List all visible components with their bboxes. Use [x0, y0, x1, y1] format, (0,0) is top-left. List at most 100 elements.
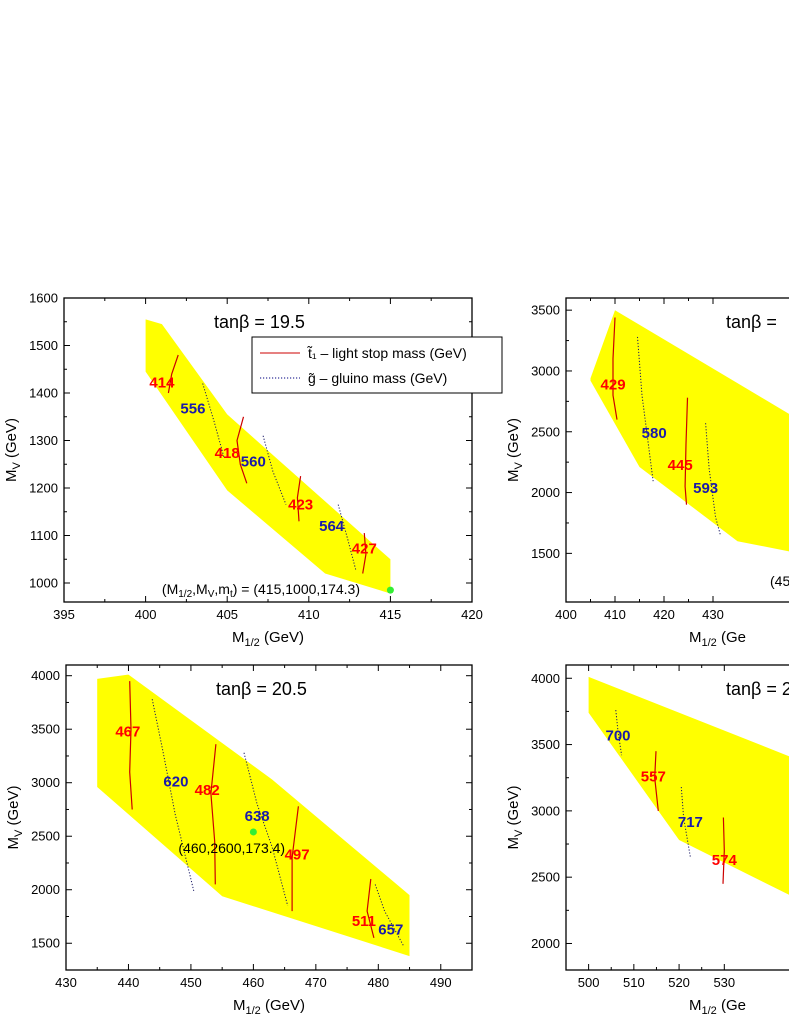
- y-tick-label: 4000: [31, 668, 60, 683]
- label-text: (M: [162, 581, 178, 597]
- stop-mass-label: 482: [195, 782, 220, 799]
- x-axis-label-unit: (GeV): [260, 629, 304, 646]
- gluino-mass-label: 556: [180, 401, 205, 418]
- y-axis-label: MV (GeV): [5, 785, 25, 849]
- stop-contour-line: [362, 533, 367, 574]
- x-tick-label: 510: [623, 975, 645, 990]
- x-tick-label: 440: [118, 975, 140, 990]
- y-tick-label: 3000: [531, 803, 560, 818]
- y-tick-label: 1300: [29, 433, 58, 448]
- stop-mass-label: 574: [712, 852, 738, 869]
- label-subscript: V: [208, 589, 215, 600]
- legend-box: [251, 336, 503, 394]
- label-subscript: t: [230, 589, 233, 600]
- y-tick-label: 2000: [531, 936, 560, 951]
- stop-mass-label: 497: [285, 846, 310, 863]
- x-axis-label: M1/2 (Ge: [689, 629, 746, 649]
- gluino-mass-label: 657: [378, 921, 403, 938]
- x-tick-label: 500: [578, 975, 600, 990]
- gluino-contour-line: [374, 884, 404, 946]
- gluino-contour-line: [243, 752, 289, 906]
- x-axis-label-main: M: [689, 997, 702, 1014]
- y-axis-label-sub: V: [513, 462, 525, 470]
- allowed-region: [97, 674, 410, 957]
- x-axis-label-sub: 1/2: [246, 1005, 261, 1017]
- gluino-contour-line: [615, 710, 623, 756]
- y-tick-label: 3500: [31, 722, 60, 737]
- gluino-contour-line: [262, 435, 287, 505]
- x-tick-label: 530: [713, 975, 735, 990]
- x-tick-label: 395: [53, 607, 75, 622]
- stop-contour-line: [210, 744, 217, 885]
- legend-label: t̃₁ – light stop mass (GeV): [307, 345, 467, 361]
- label-text: ,m: [214, 581, 230, 597]
- y-axis-label-main: M: [3, 470, 20, 483]
- y-axis-label: MV (GeV): [505, 785, 525, 849]
- chart-title: tanβ = 2: [726, 679, 789, 699]
- x-axis-label-unit: (Ge: [717, 997, 746, 1014]
- y-tick-label: 1100: [30, 528, 58, 543]
- gluino-contour-line: [637, 336, 654, 482]
- y-axis-label-sub: V: [513, 829, 525, 837]
- y-axis-label-main: M: [505, 837, 522, 850]
- y-tick-label: 2500: [531, 424, 560, 439]
- y-axis-label-main: M: [5, 837, 22, 850]
- y-axis-label: MV (GeV): [505, 418, 525, 482]
- x-axis-label: M1/2 (GeV): [233, 997, 305, 1017]
- stop-contour-line: [612, 317, 618, 420]
- chart-title: tanβ = 19.5: [214, 312, 305, 332]
- gluino-contour-line: [680, 786, 691, 858]
- panel-tanbeta-20-5: 467482497511620638657(460,2600,173.4)430…: [5, 664, 473, 1017]
- plot-frame: [65, 664, 473, 971]
- benchmark-label: (M1/2,MV,mt) = (415,1000,174.3): [162, 581, 360, 600]
- y-axis-label-main: M: [505, 470, 522, 483]
- label-text: ,M: [192, 581, 208, 597]
- stop-mass-label: 427: [352, 541, 377, 558]
- y-tick-label: 2000: [531, 485, 560, 500]
- gluino-mass-label: 580: [642, 425, 667, 442]
- y-tick-label: 3500: [531, 737, 560, 752]
- stop-mass-label: 445: [668, 457, 693, 474]
- gluino-contour-line: [202, 383, 225, 458]
- plot-frame: [565, 664, 789, 971]
- x-axis-label-sub: 1/2: [702, 637, 717, 649]
- stop-mass-label: 423: [288, 497, 313, 514]
- y-axis-label-unit: (GeV): [505, 785, 522, 829]
- benchmark-point: [386, 586, 394, 594]
- y-tick-label: 2000: [31, 882, 60, 897]
- x-tick-label: 460: [243, 975, 265, 990]
- stop-mass-label: 414: [149, 374, 175, 391]
- y-tick-label: 1400: [29, 386, 58, 401]
- gluino-mass-label: 700: [605, 728, 630, 745]
- y-tick-label: 3500: [531, 303, 560, 318]
- x-tick-label: 410: [298, 607, 320, 622]
- y-axis-label-unit: (GeV): [3, 418, 20, 462]
- y-axis-label-sub: V: [11, 462, 23, 470]
- gluino-mass-label: 564: [319, 518, 345, 535]
- gluino-contour-line: [337, 504, 357, 572]
- gluino-mass-label: 560: [241, 453, 266, 470]
- stop-contour-line: [291, 806, 299, 912]
- x-tick-label: 520: [668, 975, 690, 990]
- y-axis-label-sub: V: [13, 829, 25, 837]
- stop-contour-line: [366, 878, 375, 939]
- x-axis-label-main: M: [689, 629, 702, 646]
- allowed-region: [588, 676, 789, 895]
- x-axis-label-main: M: [232, 629, 245, 646]
- stop-mass-label: 467: [115, 723, 140, 740]
- y-tick-label: 4000: [531, 671, 560, 686]
- allowed-region: [145, 319, 391, 594]
- stop-contour-line: [296, 476, 302, 522]
- x-tick-label: 400: [135, 607, 157, 622]
- y-axis-label-unit: (GeV): [505, 418, 522, 462]
- x-tick-label: 490: [430, 975, 452, 990]
- x-axis-label-sub: 1/2: [245, 637, 260, 649]
- y-tick-label: 1500: [29, 338, 58, 353]
- stop-mass-label: 511: [352, 913, 376, 930]
- chart-title: tanβ = 20.5: [216, 679, 307, 699]
- x-axis-label: M1/2 (Ge: [689, 997, 746, 1017]
- gluino-mass-label: 638: [245, 808, 270, 825]
- x-tick-label: 450: [180, 975, 202, 990]
